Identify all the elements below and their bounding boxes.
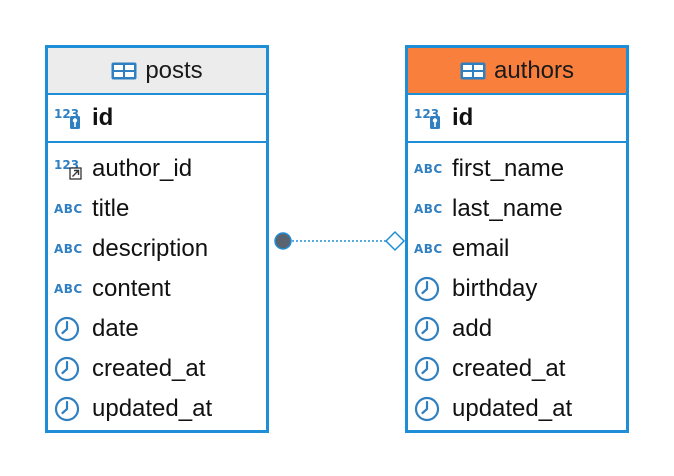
column-name: title [92,195,130,222]
column-row[interactable]: ABC content [48,269,266,309]
column-name: created_at [92,355,206,382]
column-row[interactable]: date [48,309,266,349]
primary-key-icon: 123 [54,105,88,131]
link-badge-icon [69,167,82,180]
column-row[interactable]: ABC title [48,189,266,229]
primary-key-icon: 123 [414,105,448,131]
text-type-label: ABC [54,202,83,216]
column-name: created_at [452,355,566,382]
column-row[interactable]: created_at [48,349,266,389]
column-name: updated_at [452,395,573,422]
primary-key-name: id [452,104,474,131]
clock-icon [414,396,448,422]
column-name: first_name [452,155,565,182]
text-type-label: ABC [54,282,83,296]
relationship-target-diamond [384,230,406,252]
entity-header-posts[interactable]: posts [48,48,266,95]
table-icon [111,62,137,79]
table-icon [460,62,486,79]
clock-icon [54,356,88,382]
text-type-icon: ABC [414,196,448,222]
clock-icon [414,356,448,382]
clock-icon [54,396,88,422]
column-name: birthday [452,275,538,302]
entity-header-authors[interactable]: authors [408,48,626,95]
column-row[interactable]: ABC first_name [408,149,626,189]
relationship-origin-dot [274,232,292,250]
text-type-label: ABC [54,242,83,256]
column-name: content [92,275,171,302]
clock-icon [414,316,448,342]
column-name: email [452,235,510,262]
text-type-icon: ABC [414,156,448,182]
column-row[interactable]: ABC description [48,229,266,269]
text-type-label: ABC [414,242,443,256]
column-row[interactable]: add [408,309,626,349]
entity-title: posts [145,56,203,84]
column-name: description [92,235,209,262]
column-row[interactable]: ABC email [408,229,626,269]
text-type-icon: ABC [414,236,448,262]
column-name: date [92,315,139,342]
column-name: last_name [452,195,563,222]
column-row[interactable]: created_at [408,349,626,389]
text-type-icon: ABC [54,196,88,222]
primary-key-name: id [92,104,114,131]
column-name: updated_at [92,395,213,422]
text-type-icon: ABC [54,236,88,262]
text-type-label: ABC [414,202,443,216]
key-badge-icon [70,116,80,129]
column-row[interactable]: updated_at [48,389,266,429]
clock-icon [54,316,88,342]
foreign-key-icon: 123 [54,156,88,182]
column-name: author_id [92,155,193,182]
text-type-label: ABC [414,162,443,176]
column-row[interactable]: updated_at [408,389,626,429]
clock-icon [414,276,448,302]
column-row[interactable]: ABC last_name [408,189,626,229]
column-name: add [452,315,493,342]
entity-title: authors [493,56,575,84]
column-row[interactable]: birthday [408,269,626,309]
text-type-icon: ABC [54,276,88,302]
key-badge-icon [430,116,440,129]
